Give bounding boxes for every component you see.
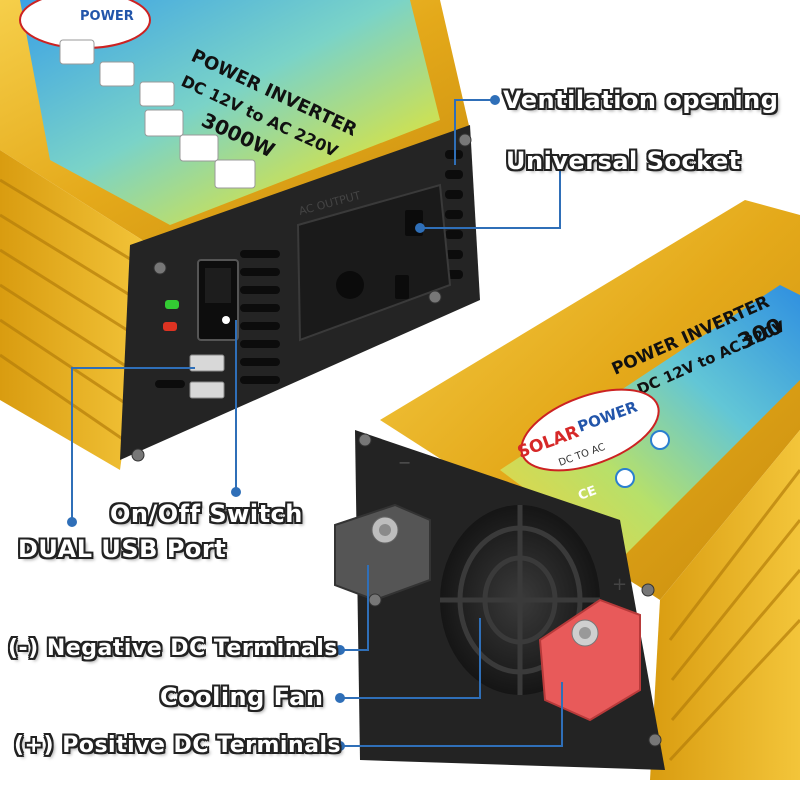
callout-lines (67, 95, 590, 751)
eco-icon (650, 430, 670, 450)
recycle-icon (615, 468, 635, 488)
ce-mark: CE (576, 483, 598, 503)
usb-port-1 (189, 354, 225, 372)
callout-cooling-fan: Cooling Fan (160, 683, 324, 711)
line-positive (340, 682, 563, 747)
usb-port-2 (189, 381, 225, 399)
led-green (165, 300, 179, 309)
positive-terminal (538, 598, 641, 722)
minus-sign: − (398, 453, 411, 472)
inverter-dc-side: POWER INVERTER DC 12V to AC 220V 300 SOL… (334, 200, 800, 780)
line-negative (340, 565, 369, 651)
callout-positive-terminals: (+) Positive DC Terminals (14, 733, 342, 758)
negative-terminal (334, 503, 431, 602)
fan-grille (440, 505, 600, 695)
callout-universal-socket: Universal Socket (506, 147, 741, 175)
callout-dual-usb: DUAL USB Port (18, 535, 227, 563)
plus-sign: + (612, 574, 627, 595)
brand-power: POWER (80, 9, 134, 24)
ventilation-slots (445, 150, 463, 279)
callout-on-off-switch: On/Off Switch (110, 500, 303, 528)
product-label-sticker (20, 0, 440, 225)
line-socket (420, 161, 590, 229)
panel-screws (131, 133, 472, 462)
line-fan (340, 618, 481, 699)
callout-negative-terminals: (-) Negative DC Terminals (8, 636, 338, 661)
inverter-housing-side (0, 150, 150, 470)
appliance-icons (59, 39, 256, 189)
brand-badge-2 (520, 388, 660, 472)
line-usb (71, 367, 195, 522)
housing-fins-2 (668, 469, 800, 762)
ventilation-slots-left (155, 250, 280, 388)
housing-fins (0, 178, 141, 442)
line-ventilation (454, 99, 495, 165)
led-red (163, 322, 177, 331)
inverter-ac-side: POWER INVERTER DC 12V to AC 220V 3000W P… (0, 0, 480, 470)
callout-ventilation: Ventilation opening (503, 86, 779, 114)
